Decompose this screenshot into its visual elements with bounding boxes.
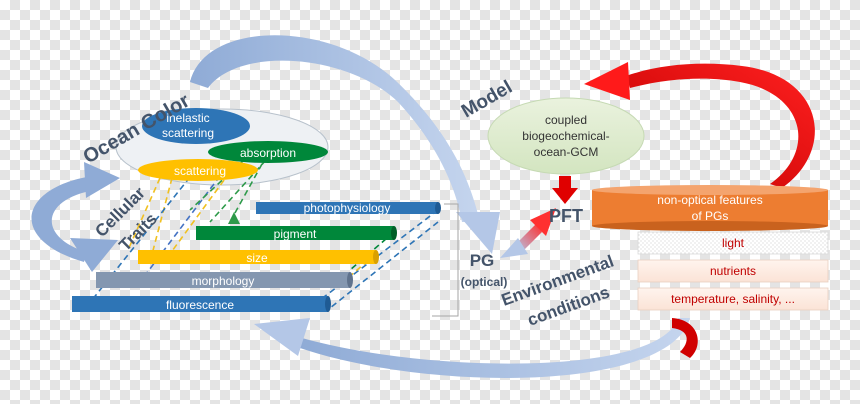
- layer-size: size: [138, 250, 379, 265]
- layer-photophysiology: photophysiology: [256, 201, 441, 215]
- layers-bracket: [432, 203, 459, 317]
- env-layer-light: light: [637, 231, 829, 255]
- layer-pigment: pigment: [196, 226, 397, 241]
- model-line1: coupled: [545, 113, 587, 127]
- non-optical-features-box: non-optical features of PGs: [592, 185, 828, 231]
- env-to-fluorescence-arrow: [300, 318, 690, 378]
- pg-label: PG: [470, 251, 495, 270]
- inelastic-scattering-ellipse: [142, 108, 250, 144]
- model-line2: biogeochemical-: [522, 129, 609, 143]
- fluorescence-label: fluorescence: [166, 298, 234, 312]
- features-line2: of PGs: [692, 209, 729, 223]
- size-label: size: [246, 251, 268, 265]
- model-to-pft-shaft: [559, 176, 571, 188]
- env-layer-nutrients: nutrients: [637, 259, 829, 283]
- env-to-fluorescence-arrowhead: [254, 318, 310, 356]
- ocean-color-to-pg-arrowhead: [456, 212, 500, 254]
- left-loop-arrow: [31, 176, 96, 262]
- temperature-label: temperature, salinity, ...: [671, 292, 795, 306]
- model-ellipse: [487, 97, 645, 175]
- scattering-ellipse: [138, 159, 258, 181]
- photophysiology-label: photophysiology: [304, 201, 391, 215]
- absorption-label: absorption: [240, 146, 296, 160]
- scattering-label: scattering: [174, 164, 226, 178]
- inelastic-label-line2: scattering: [162, 126, 214, 140]
- inelastic-label-line1: inelastic: [166, 111, 209, 125]
- light-label: light: [722, 236, 745, 250]
- env-to-fluorescence-red-tail: [672, 318, 698, 358]
- morphology-label: morphology: [192, 274, 255, 288]
- env-to-model-red-arrowhead: [584, 62, 630, 100]
- env-to-model-red-arrow: [626, 63, 815, 188]
- absorption-connector-head: [228, 212, 240, 224]
- pg-pft-double-arrow: [500, 208, 556, 258]
- model-line3: ocean-GCM: [534, 145, 599, 159]
- absorption-ellipse: [208, 141, 328, 163]
- ocean-color-to-pg-arrow: [190, 35, 480, 222]
- model-to-pft-arrowhead: [552, 188, 578, 204]
- pigment-label: pigment: [274, 227, 317, 241]
- pft-label: PFT: [549, 206, 583, 226]
- layer-fluorescence: fluorescence: [72, 296, 331, 312]
- nutrients-label: nutrients: [710, 264, 756, 278]
- left-loop-arrowhead-bottom: [70, 238, 118, 272]
- pg-optical-label: (optical): [461, 275, 508, 289]
- layer-morphology: morphology: [96, 272, 353, 288]
- features-line1: non-optical features: [657, 193, 762, 207]
- left-loop-arrowhead-top: [84, 162, 120, 198]
- env-layer-temperature: temperature, salinity, ...: [637, 287, 829, 311]
